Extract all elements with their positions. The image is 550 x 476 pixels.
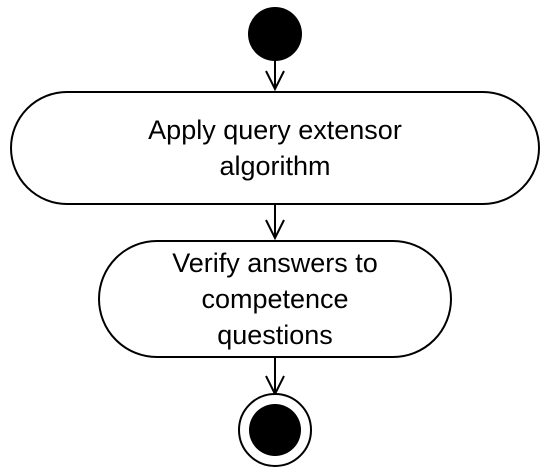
initial-node — [248, 7, 302, 61]
activity-verify-answers: Verify answers to competence questions — [98, 240, 452, 358]
activity-apply-query-extensor: Apply query extensor algorithm — [10, 91, 540, 205]
activity-label-line: Verify answers to — [172, 248, 378, 278]
flow-arrow-verify-to-final — [265, 358, 285, 397]
activity-label-line: Apply query extensor — [148, 115, 402, 145]
activity-label-line: algorithm — [219, 151, 331, 181]
activity-label-line: questions — [217, 320, 333, 350]
flow-arrow-apply-to-verify — [265, 205, 285, 241]
flow-arrow-initial-to-apply — [265, 61, 285, 92]
final-node — [238, 393, 312, 467]
activity-label-line: competence — [201, 284, 349, 314]
